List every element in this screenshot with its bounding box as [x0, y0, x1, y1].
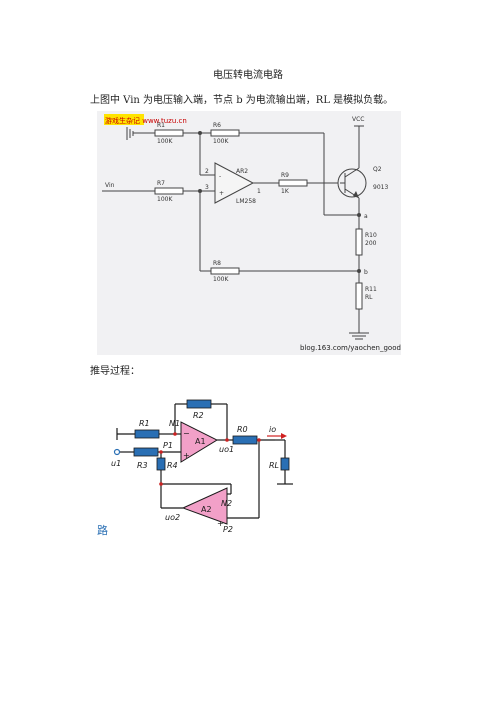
opamp-a2 [181, 487, 228, 525]
label-r3: R3 [137, 461, 148, 470]
label-uo2: uo2 [165, 513, 180, 522]
label-q2: Q2 [373, 166, 382, 173]
schematic-figure-1: 游戏生杂记 www.tuzu.cn R1 100K R6 100K Vin R7… [97, 111, 401, 355]
label-n1: N1 [169, 419, 180, 428]
label-plus: + [219, 190, 224, 197]
label-r11: R11 [365, 286, 377, 293]
schematic-svg-1: 游戏生杂记 www.tuzu.cn R1 100K R6 100K Vin R7… [102, 114, 401, 352]
logo-text: 游戏生杂记 www.tuzu.cn [105, 116, 187, 125]
label-r6: R6 [213, 122, 221, 129]
label-amp-model: LM258 [236, 198, 256, 205]
logo-badge [104, 114, 144, 125]
schematic-svg-2: R1 R2 R3 R4 R0 RL N1 P1 N2 P2 A1 A2 u1 u… [97, 399, 293, 537]
page-title: 电压转电流电路 [213, 70, 283, 81]
label-a1-minus: − [183, 429, 190, 438]
derivation-label: 推导过程： [90, 366, 140, 377]
label-r6-value: 100K [213, 138, 229, 145]
cut-off-character: 路 [97, 524, 108, 536]
label-r8-value: 100K [213, 276, 229, 283]
label-a2-plus: + [217, 519, 224, 528]
label-r10-value: 200 [365, 240, 377, 247]
label-io: io [269, 425, 276, 434]
opamp-a1 [180, 421, 219, 463]
label-p1: P1 [163, 441, 173, 450]
label-r1-value: 100K [157, 138, 173, 145]
label-r1: R1 [139, 419, 150, 428]
label-vcc: VCC [352, 116, 364, 123]
label-r2: R2 [193, 411, 204, 420]
label-q2-type: 9013 [373, 184, 388, 191]
label-p2: P2 [223, 525, 233, 534]
label-vin: Vin [105, 182, 115, 189]
label-r9-value: 1K [281, 188, 290, 195]
label-a2: A2 [201, 505, 212, 514]
label-r7: R7 [157, 180, 165, 187]
label-minus: - [219, 173, 221, 180]
label-r4: R4 [167, 461, 178, 470]
label-pin3: 3 [205, 184, 209, 191]
label-n2: N2 [221, 499, 232, 508]
intro-paragraph: 上图中 Vin 为电压输入端，节点 b 为电流输出端，RL 是模拟负载。 [90, 95, 394, 106]
input-terminal [113, 448, 121, 456]
label-amp: AR2 [236, 168, 248, 175]
label-r10: R10 [365, 232, 377, 239]
label-uo1: uo1 [219, 445, 234, 454]
label-r11-value: RL [365, 294, 373, 301]
label-pin2: 2 [205, 168, 209, 175]
label-u1: u1 [111, 459, 121, 468]
label-rl: RL [269, 461, 279, 470]
label-node-b: b [364, 269, 368, 276]
label-r8: R8 [213, 260, 221, 267]
label-r7-value: 100K [157, 196, 173, 203]
label-pin1: 1 [257, 188, 261, 195]
label-r0: R0 [237, 425, 248, 434]
label-a1-plus: + [183, 451, 190, 460]
watermark: blog.163.com/yaochen_good [300, 344, 401, 352]
label-node-a: a [364, 213, 368, 220]
schematic-figure-2: R1 R2 R3 R4 R0 RL N1 P1 N2 P2 A1 A2 u1 u… [97, 388, 300, 537]
label-r9: R9 [281, 172, 289, 179]
label-r1: R1 [157, 122, 165, 129]
label-a1: A1 [195, 437, 206, 446]
